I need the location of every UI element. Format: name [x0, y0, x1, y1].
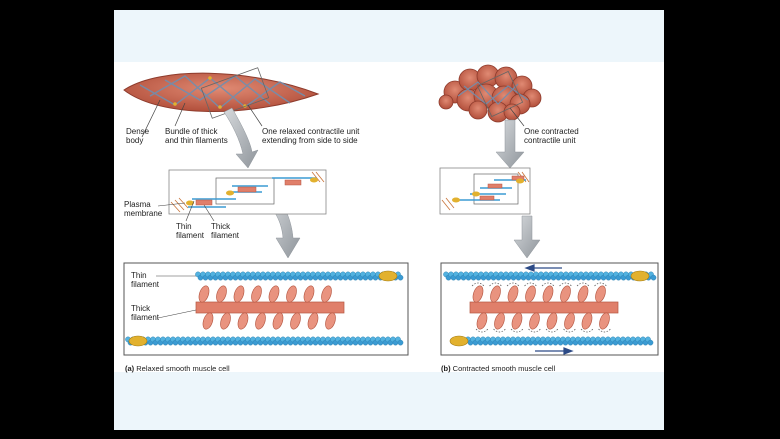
leader-relaxed-unit: [247, 104, 263, 127]
thick-filament-a: [195, 285, 345, 330]
label-thin-big-line2: filament: [131, 280, 160, 289]
arrow-right-bottom-head: [563, 347, 574, 355]
label-thick-filament-small: Thick filament: [211, 222, 239, 240]
arrow-relaxed-down: [223, 107, 259, 169]
caption-a-text: Relaxed smooth muscle cell: [136, 364, 230, 373]
thin-filament-top-b: [443, 271, 657, 281]
contracted-schematic: [439, 167, 531, 215]
label-plasma-line2: membrane: [124, 209, 163, 218]
caption-b-letter: (b): [441, 364, 451, 373]
dense-body-a-top: [378, 270, 398, 282]
label-thick-small-line1: Thick: [211, 222, 231, 231]
leader-contracted-unit: [509, 107, 525, 127]
label-thick-big-line2: filament: [131, 313, 160, 322]
label-plasma-line1: Plasma: [124, 200, 151, 209]
dense-body-a-bottom: [128, 335, 148, 347]
label-contracted-unit-line1: One contracted: [524, 127, 579, 136]
dense-body-b-bottom: [449, 335, 469, 347]
thick-filament-b: [469, 282, 619, 333]
label-thick-big-line1: Thick: [131, 304, 151, 313]
label-thin-small-line2: filament: [176, 231, 205, 240]
relaxed-cell: [123, 67, 320, 119]
label-bundle-line2: and thin filaments: [165, 136, 228, 145]
arrow-left-top-head: [524, 264, 535, 272]
label-bundle: Bundle of thick and thin filaments: [165, 127, 228, 145]
label-dense-body: Dense body: [126, 127, 149, 145]
caption-a-letter: (a): [125, 364, 135, 373]
slide-top-band: [114, 10, 664, 62]
leader-dense-body: [141, 99, 161, 138]
caption-b-text: Contracted smooth muscle cell: [452, 364, 556, 373]
relaxed-schematic: [157, 169, 327, 222]
label-dense-body-line2: body: [126, 136, 144, 145]
label-thin-filament-large: Thin filament: [131, 271, 159, 289]
label-contracted-unit: One contracted contractile unit: [524, 127, 579, 145]
relaxed-detail-panel: [123, 262, 409, 356]
arrow-contracted-down: [495, 119, 525, 169]
slide-bottom-band: [114, 372, 664, 430]
label-thick-small-line2: filament: [211, 231, 240, 240]
caption-a: (a) Relaxed smooth muscle cell: [125, 364, 230, 373]
caption-b: (b) Contracted smooth muscle cell: [441, 364, 555, 373]
label-bundle-line1: Bundle of thick: [165, 127, 218, 136]
label-relaxed-unit: One relaxed contractile unit extending f…: [262, 127, 359, 145]
label-contracted-unit-line2: contractile unit: [524, 136, 576, 145]
arrow-contracted-zoom: [513, 215, 541, 259]
label-dense-body-line1: Dense: [126, 127, 150, 136]
label-relaxed-unit-line1: One relaxed contractile unit: [262, 127, 360, 136]
leader-bundle: [174, 102, 186, 127]
label-plasma-membrane: Plasma membrane: [124, 200, 162, 218]
label-thick-filament-large: Thick filament: [131, 304, 159, 322]
label-thin-big-line1: Thin: [131, 271, 147, 280]
dense-body-b-top: [630, 270, 650, 282]
thin-filament-bottom-b: [465, 336, 654, 346]
slide: [114, 10, 664, 430]
contracted-cell: [438, 64, 542, 123]
label-relaxed-unit-line2: extending from side to side: [262, 136, 358, 145]
thin-filament-top-a: [195, 271, 404, 281]
label-thin-filament-small: Thin filament: [176, 222, 204, 240]
thin-filament-bottom-a: [125, 336, 404, 346]
label-thin-small-line1: Thin: [176, 222, 192, 231]
contracted-detail-panel: [440, 262, 659, 356]
